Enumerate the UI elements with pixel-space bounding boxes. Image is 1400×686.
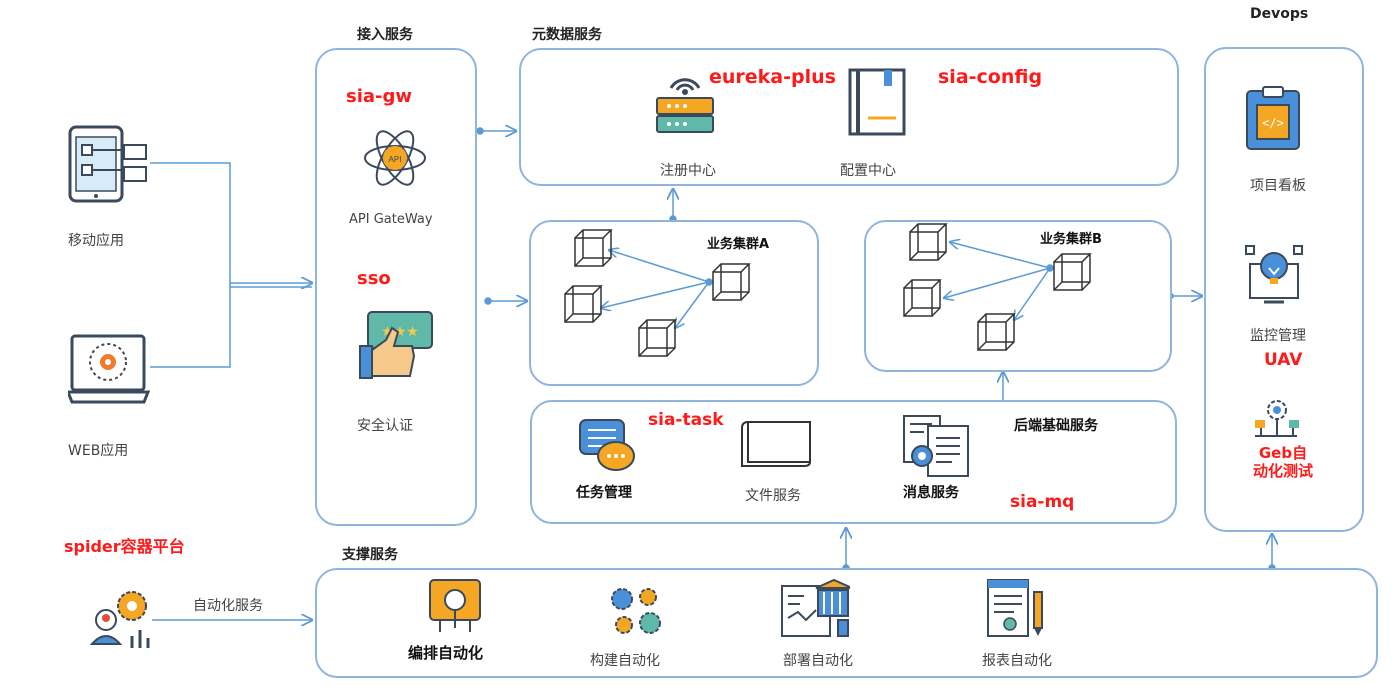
svg-text:API: API [389,155,402,164]
build-automation-icon [606,583,666,643]
svg-text:</>: </> [1262,116,1284,130]
service-node-cube [1053,253,1091,291]
sia-gw-tag: sia-gw [346,86,413,107]
deploy-automation-label: 部署自动化 [783,653,853,669]
report-automation-label: 报表自动化 [982,653,1052,669]
uav-tag: UAV [1264,350,1303,370]
message-service-icon [902,414,974,482]
file-service-label: 文件服务 [745,488,801,504]
service-node-cube [712,263,750,301]
registry-icon [655,68,715,140]
orchestration-icon [428,578,482,638]
web-app-label: WEB应用 [68,443,129,459]
access-to-cluster-a-arrow [484,298,527,304]
backend-service-title: 后端基础服务 [1014,418,1098,434]
auto-test-icon [1247,398,1305,446]
sia-config-tag: sia-config [938,66,1043,88]
monitor-label: 监控管理 [1250,328,1306,344]
report-automation-icon [986,578,1050,644]
geb-test-tag: Geb自动化测试 [1252,444,1313,480]
automation-service-label: 自动化服务 [193,598,263,614]
mobile-app-icon [68,125,150,209]
eureka-plus-tag: eureka-plus [709,66,836,88]
support-to-devops-arrow [1269,534,1275,572]
service-node-cube [638,319,676,357]
security-auth-icon: ★★★ [356,310,436,386]
backend-service-box [530,400,1177,524]
file-service-icon [738,418,814,474]
project-board-label: 项目看板 [1250,178,1306,194]
service-node-cube [977,313,1015,351]
sia-task-tag: sia-task [648,410,724,430]
api-gateway-label: API GateWay [349,212,433,227]
cluster-b-title: 业务集群B [1040,232,1102,247]
task-management-label: 任务管理 [576,485,632,501]
sia-mq-tag: sia-mq [1010,492,1075,512]
service-node-cube [909,223,947,261]
support-to-backend-arrow [843,528,849,572]
access-service-box [315,48,477,526]
cluster-a-title: 业务集群A [707,237,770,252]
access-service-title: 接入服务 [357,27,413,43]
devops-title: Devops [1250,6,1309,22]
support-service-title: 支撑服务 [342,547,398,563]
mobile-app-label: 移动应用 [68,233,124,249]
message-service-label: 消息服务 [903,485,959,501]
service-node-cube [574,229,612,267]
cluster-b-graph [903,223,1091,351]
spider-container-icon [88,588,154,656]
registry-label: 注册中心 [660,163,716,179]
sso-tag: sso [357,268,391,289]
client-connector [150,162,312,368]
build-automation-label: 构建自动化 [590,653,660,669]
security-auth-label: 安全认证 [357,418,413,434]
spider-platform-tag: spider容器平台 [64,537,185,556]
config-center-icon [848,68,908,140]
cluster-a-graph [564,229,750,357]
service-node-cube [564,285,602,323]
metadata-service-title: 元数据服务 [532,27,602,43]
orchestration-label: 编排自动化 [408,644,484,662]
service-node-cube [903,279,941,317]
config-center-label: 配置中心 [840,163,896,179]
deploy-automation-icon [780,578,853,644]
web-app-icon [65,330,151,412]
cluster-a-to-registry-arrow [670,189,676,223]
monitor-icon [1244,244,1304,310]
access-to-metadata-arrow [476,128,516,134]
cluster-b-to-devops-arrow [1166,293,1202,299]
task-management-icon [578,418,638,478]
project-board-icon: </> [1243,85,1303,155]
api-gateway-icon: API [362,125,428,195]
